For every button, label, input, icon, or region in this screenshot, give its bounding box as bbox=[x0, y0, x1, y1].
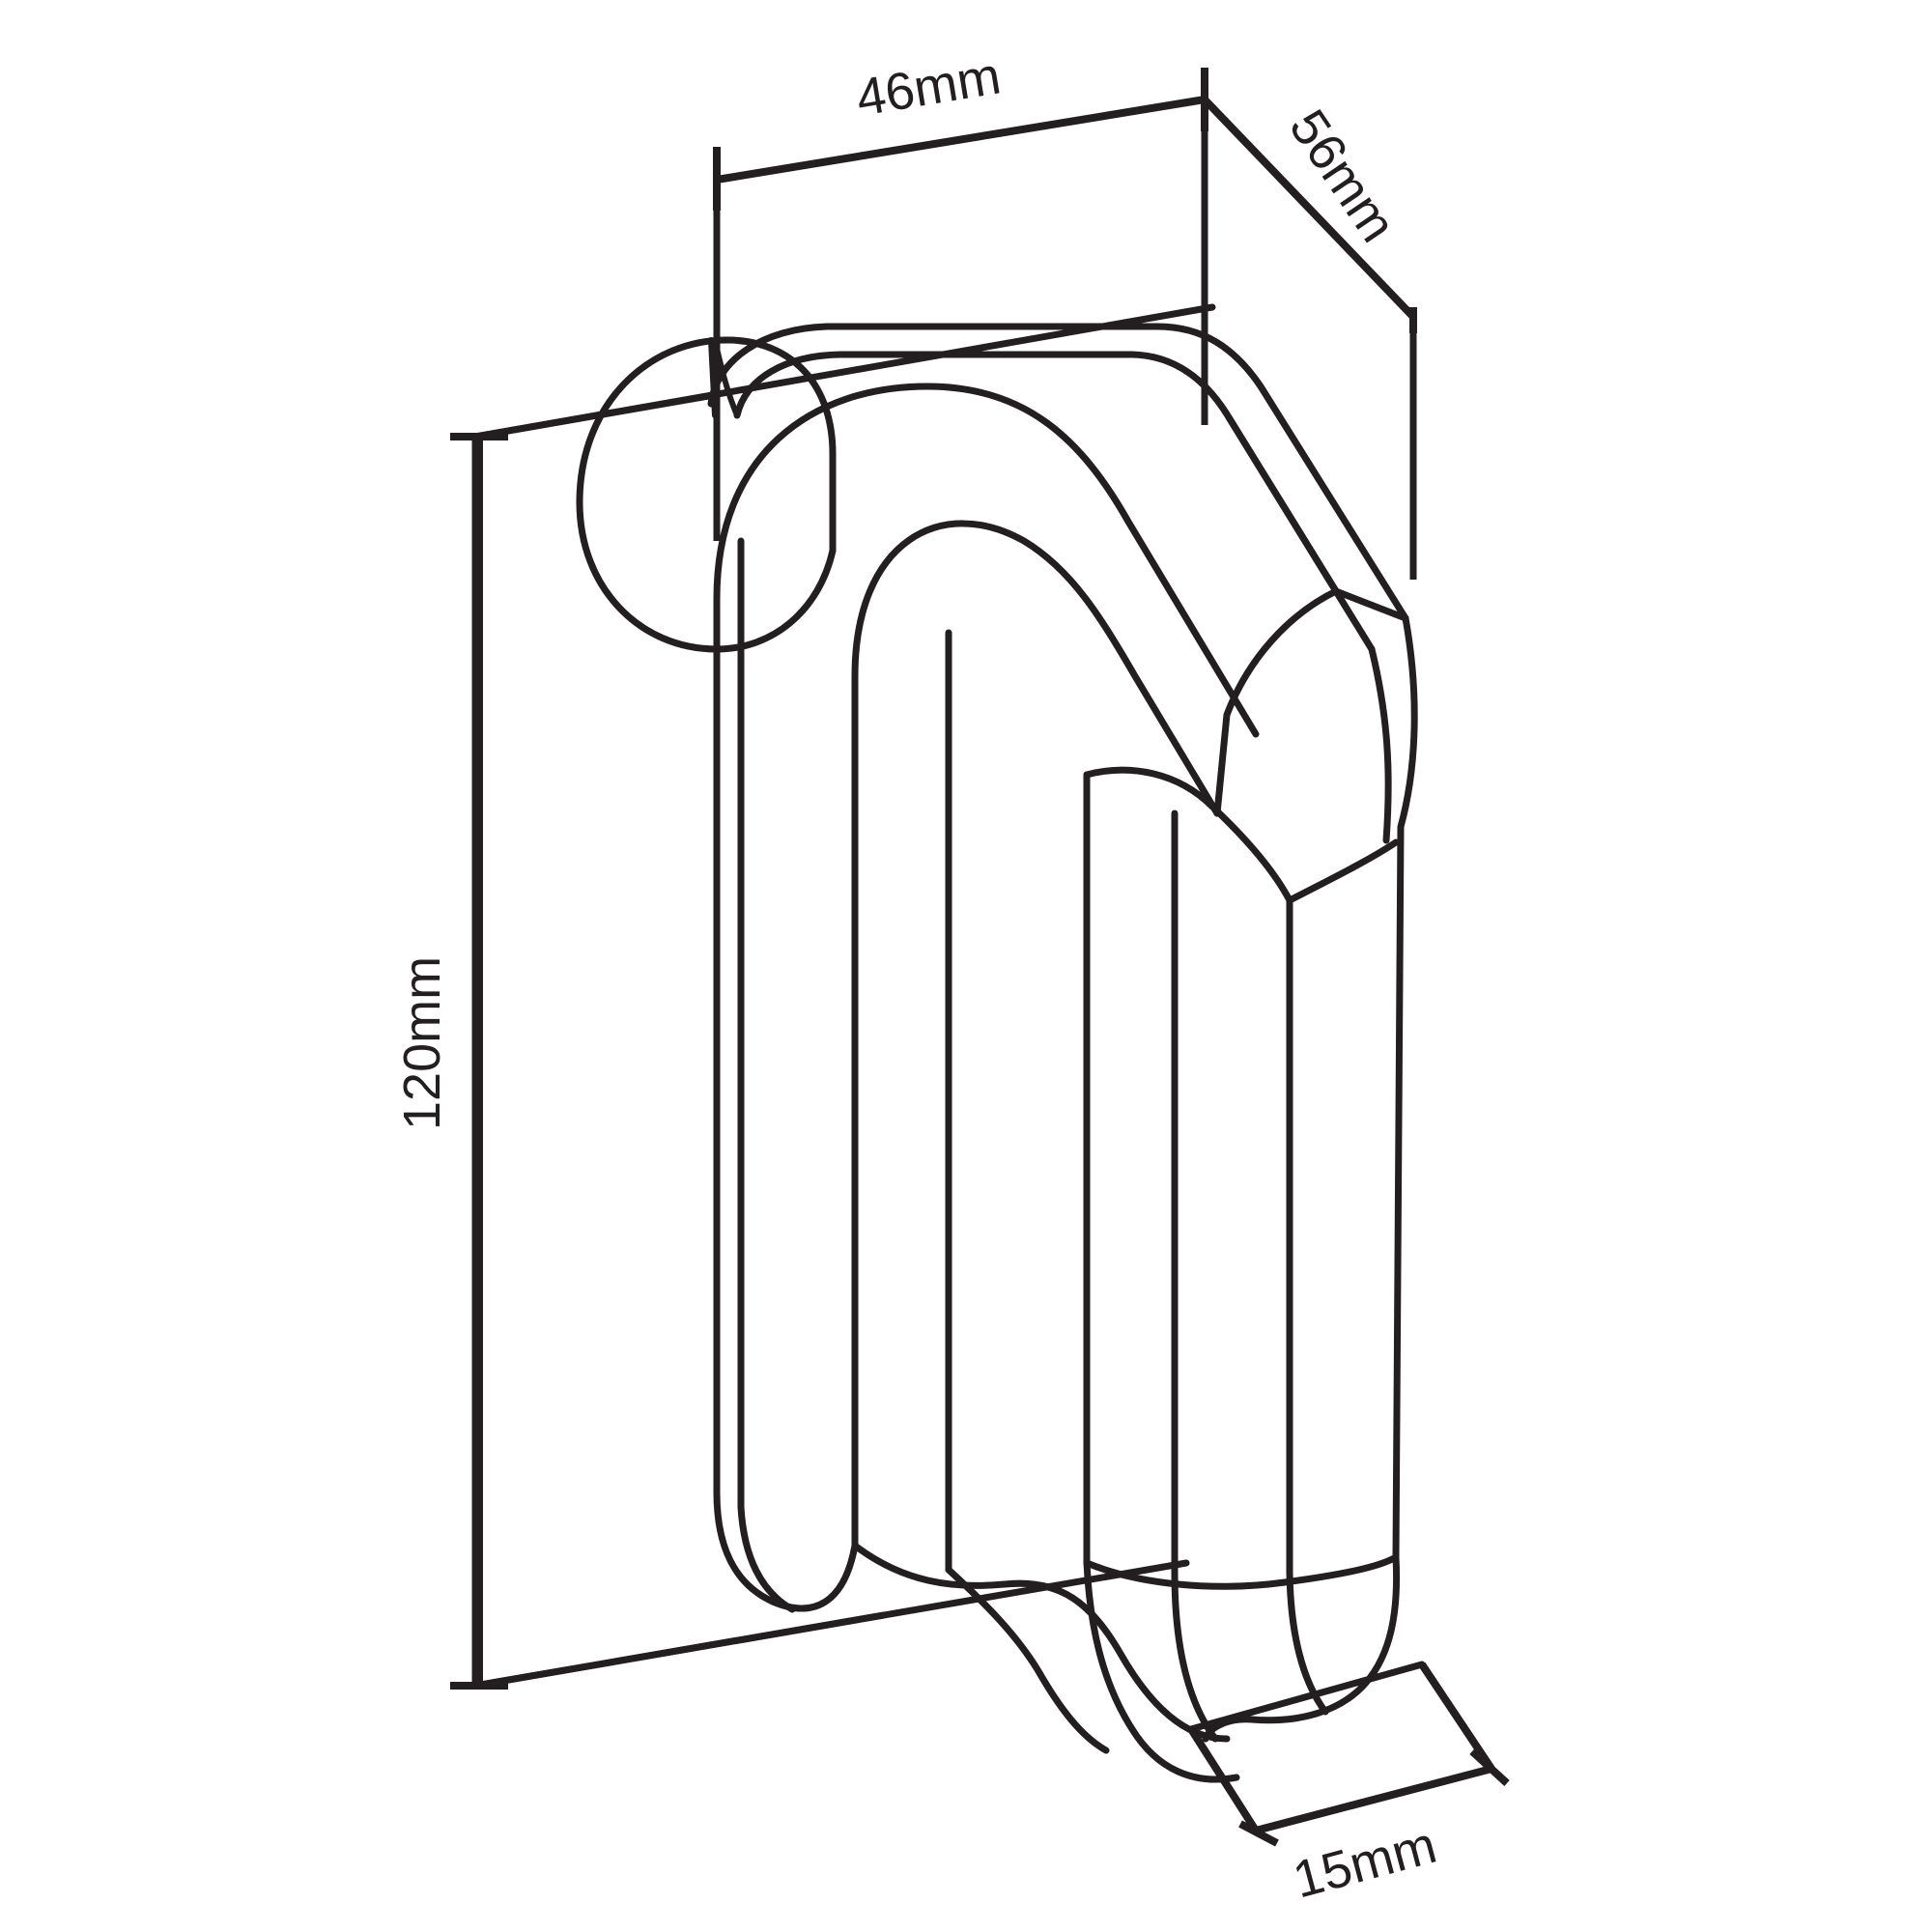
handle-outer-top-surface-near-edge bbox=[733, 351, 1376, 653]
backplate-bottom-edge bbox=[471, 1559, 1190, 1690]
mount-pad-front-edge bbox=[1187, 1661, 1426, 1733]
handle-left-endcap-lower-arc bbox=[576, 498, 837, 653]
handle-left-endcap-seam-a bbox=[708, 337, 718, 418]
handle-corner-facet-arc bbox=[1213, 587, 1340, 817]
handle-outer-top-surface-far-edge bbox=[707, 323, 1409, 622]
dim-line-width bbox=[716, 96, 1206, 184]
dim-label-projection: 15mm bbox=[1288, 1816, 1442, 1910]
dim-line-depth bbox=[1202, 97, 1416, 320]
dim-label-width: 46mm bbox=[852, 46, 1005, 127]
shaft-front-bottom-seam bbox=[737, 1503, 796, 1613]
tick-proj-right bbox=[1469, 1748, 1510, 1786]
handle-corner-facet-lower bbox=[1286, 838, 1400, 904]
bottom-transition-inner-curve bbox=[945, 1566, 1110, 1754]
foot-seam-right bbox=[1286, 1569, 1329, 1716]
handle-corner-bend-lower-arc bbox=[1083, 766, 1293, 904]
ext-line-proj-right bbox=[1418, 1662, 1495, 1772]
shaft-front-bottom-cap bbox=[713, 1489, 859, 1612]
handle-left-endcap-seam-b bbox=[712, 337, 740, 418]
dimension-lines-group bbox=[450, 68, 1510, 1847]
handle-right-outer-silhouette bbox=[1392, 614, 1418, 1561]
dim-line-proj bbox=[1254, 1765, 1493, 1834]
handle-corner-facet-edge-top bbox=[1332, 587, 1409, 622]
handle-inner-arch-front bbox=[851, 520, 1221, 817]
foot-left-silhouette bbox=[1083, 1559, 1240, 1783]
backplate-group bbox=[471, 303, 1216, 1690]
handle-right-inner-edge bbox=[1368, 645, 1392, 844]
handle-outer-arch-front bbox=[713, 383, 1260, 738]
handle-left-endcap-outer-arc bbox=[576, 336, 837, 506]
foot-seam-left bbox=[1171, 1569, 1219, 1743]
handle-body-group bbox=[576, 323, 1426, 1783]
dim-label-height: 120mm bbox=[393, 956, 451, 1130]
handle-corner-facet-edge-upper bbox=[1225, 413, 1340, 595]
tick-proj-left bbox=[1238, 1820, 1279, 1847]
foot-top-seam bbox=[1083, 1553, 1400, 1590]
dim-label-depth: 56mm bbox=[1278, 99, 1407, 252]
bottom-transition-outer-curve bbox=[851, 1542, 1231, 1743]
